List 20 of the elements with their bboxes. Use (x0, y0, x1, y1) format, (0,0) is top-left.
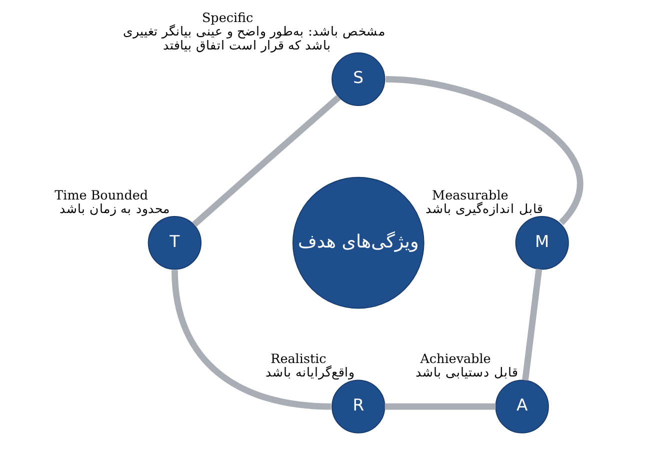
node-circle: A (494, 380, 548, 434)
connector (192, 94, 340, 228)
node-label: Realistic (270, 352, 326, 368)
node-label: قابل اندازه‌گیری باشد (425, 202, 542, 218)
connector (385, 76, 583, 225)
node-label: واقع‌گرایانه باشد (265, 366, 354, 381)
connector (384, 403, 496, 410)
node-circle: S (331, 52, 385, 106)
node-label: مشخص باشد: به‌طور واضح و عینی بیانگر تغییری باشد که قرار است اتفاق بیافتد (122, 24, 385, 54)
node-label: محدود به زمان باشد (59, 202, 170, 218)
node-label: Time Bounded (54, 188, 148, 204)
connector (522, 268, 542, 381)
node-label: قابل دستیابی باشد (415, 366, 518, 381)
node-circle: R (331, 380, 385, 434)
node-circle: T (147, 216, 202, 270)
node-circle: ویژگی‌های هدف (292, 176, 424, 309)
connector (171, 270, 331, 410)
node-circle: M (514, 216, 568, 270)
node-label: Specific (201, 11, 253, 26)
node-label: Achievable (420, 352, 490, 368)
